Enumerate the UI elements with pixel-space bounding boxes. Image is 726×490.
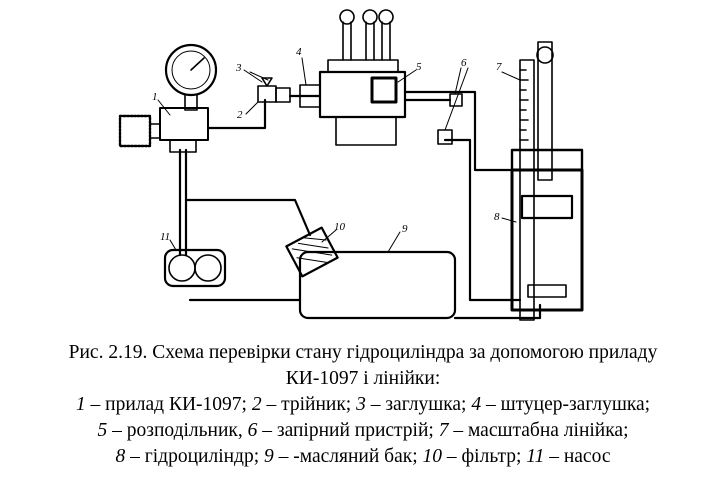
callout-8: 8 (494, 211, 500, 223)
legend-text: – гідроциліндр; (125, 446, 265, 467)
handwheel-icon (118, 114, 152, 148)
legend-text: – штуцер-заглушка; (481, 394, 651, 415)
pressure-gauge-icon (164, 43, 218, 97)
legend-num: 7 (438, 420, 449, 441)
legend-num: 1 (75, 394, 86, 415)
legend-num: 8 (115, 446, 126, 467)
caption-legend-line-3: 8 – гідроциліндр; 9 – -масляний бак; 10 … (0, 444, 726, 470)
callout-7: 7 (496, 61, 502, 73)
hydraulic-scheme-diagram: 1 2 3 4 5 6 7 8 9 10 11 (118, 9, 584, 321)
shutoff-devices (437, 93, 463, 145)
legend-text: – масштабна лінійка; (448, 420, 629, 441)
legend-num: 9 (264, 446, 274, 467)
pump (163, 248, 227, 288)
pipelines (178, 90, 542, 320)
callout-4: 4 (296, 46, 302, 58)
callout-11: 11 (160, 231, 170, 243)
legend-text: – заглушка; (365, 394, 472, 415)
legend-text: – розподільник, (107, 420, 248, 441)
tee-and-plug (257, 77, 291, 103)
caption-title-line-1: Рис. 2.19. Схема перевірки стану гідроци… (68, 342, 658, 363)
legend-num: 2 (251, 394, 262, 415)
callout-5: 5 (416, 61, 422, 73)
callout-2: 2 (237, 109, 243, 121)
oil-tank (298, 250, 457, 320)
callout-3: 3 (235, 62, 242, 74)
distributor-block (299, 9, 407, 146)
callout-10: 10 (334, 221, 346, 233)
legend-text: – трійник; (261, 394, 357, 415)
callout-9: 9 (402, 223, 408, 235)
leader-lines (157, 57, 521, 253)
legend-text: – насос (544, 446, 611, 467)
legend-num: 6 (247, 420, 258, 441)
callout-1: 1 (152, 91, 158, 103)
legend-text: – -масляний бак; (273, 446, 423, 467)
instrument-ki1097 (118, 43, 218, 153)
scale-ruler (519, 59, 535, 321)
legend-text: – фільтр; (442, 446, 527, 467)
caption-title-line-2: КИ-1097 і лінійки: (285, 368, 441, 389)
callout-6: 6 (461, 57, 467, 69)
filter (285, 226, 339, 278)
figure-caption: Рис. 2.19. Схема перевірки стану гідроци… (0, 340, 726, 470)
callout-labels: 1 2 3 4 5 6 7 8 9 10 11 (152, 46, 502, 243)
caption-legend-line-1: 1 – прилад КИ-1097; 2 – трійник; 3 – заг… (0, 392, 726, 418)
legend-num: 3 (356, 394, 366, 415)
legend-text: – запірний пристрій; (257, 420, 439, 441)
legend-num: 5 (97, 420, 108, 441)
hydraulic-cylinder (510, 41, 584, 312)
legend-num: 10 (422, 446, 443, 467)
legend-num: 11 (526, 446, 545, 467)
legend-num: 4 (471, 394, 482, 415)
legend-text: – прилад КИ-1097; (85, 394, 252, 415)
caption-legend-line-2: 5 – розподільник, 6 – запірний пристрій;… (0, 418, 726, 444)
